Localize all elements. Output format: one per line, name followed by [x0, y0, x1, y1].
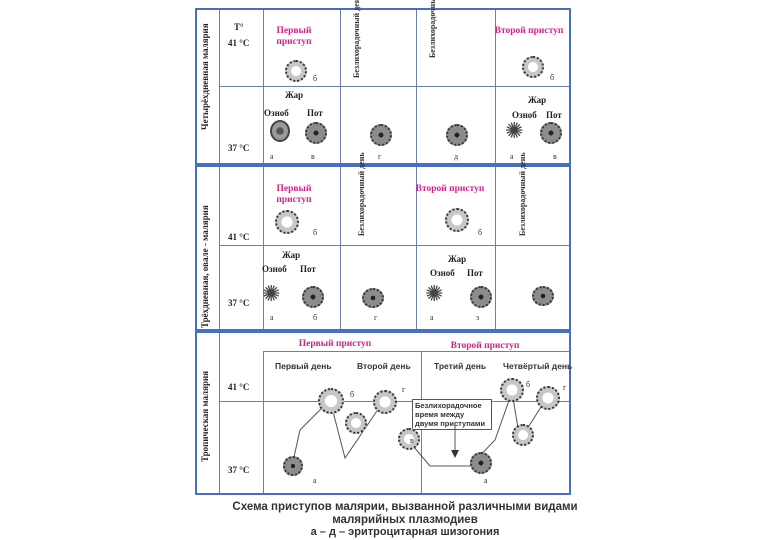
figure-caption-line-3: а – д – эритроцитарная шизогония — [215, 526, 595, 538]
erythrocyte-schizont — [283, 456, 303, 476]
erythrocyte-ring-stage — [512, 424, 534, 446]
stage-letter: а — [484, 476, 488, 485]
stage-letter: г — [402, 385, 405, 394]
erythrocyte-ring-stage — [398, 428, 420, 450]
stage-letter: а — [313, 476, 317, 485]
erythrocyte-ring-stage — [373, 390, 397, 414]
erythrocyte-schizont — [470, 452, 492, 474]
erythrocyte-ring-stage — [536, 386, 560, 410]
erythrocyte-ring-stage — [345, 412, 367, 434]
stage-letter: в — [410, 436, 414, 445]
figure-caption-line-2: малярийных плазмодиев — [215, 514, 595, 526]
erythrocyte-ring-stage — [500, 378, 524, 402]
stage-letter: б — [350, 390, 354, 399]
figure-caption-line-1: Схема приступов малярии, вызванной разли… — [215, 501, 595, 513]
erythrocyte-ring-stage — [318, 388, 344, 414]
stage-letter: б — [526, 380, 530, 389]
stage-letter: г — [563, 383, 566, 392]
